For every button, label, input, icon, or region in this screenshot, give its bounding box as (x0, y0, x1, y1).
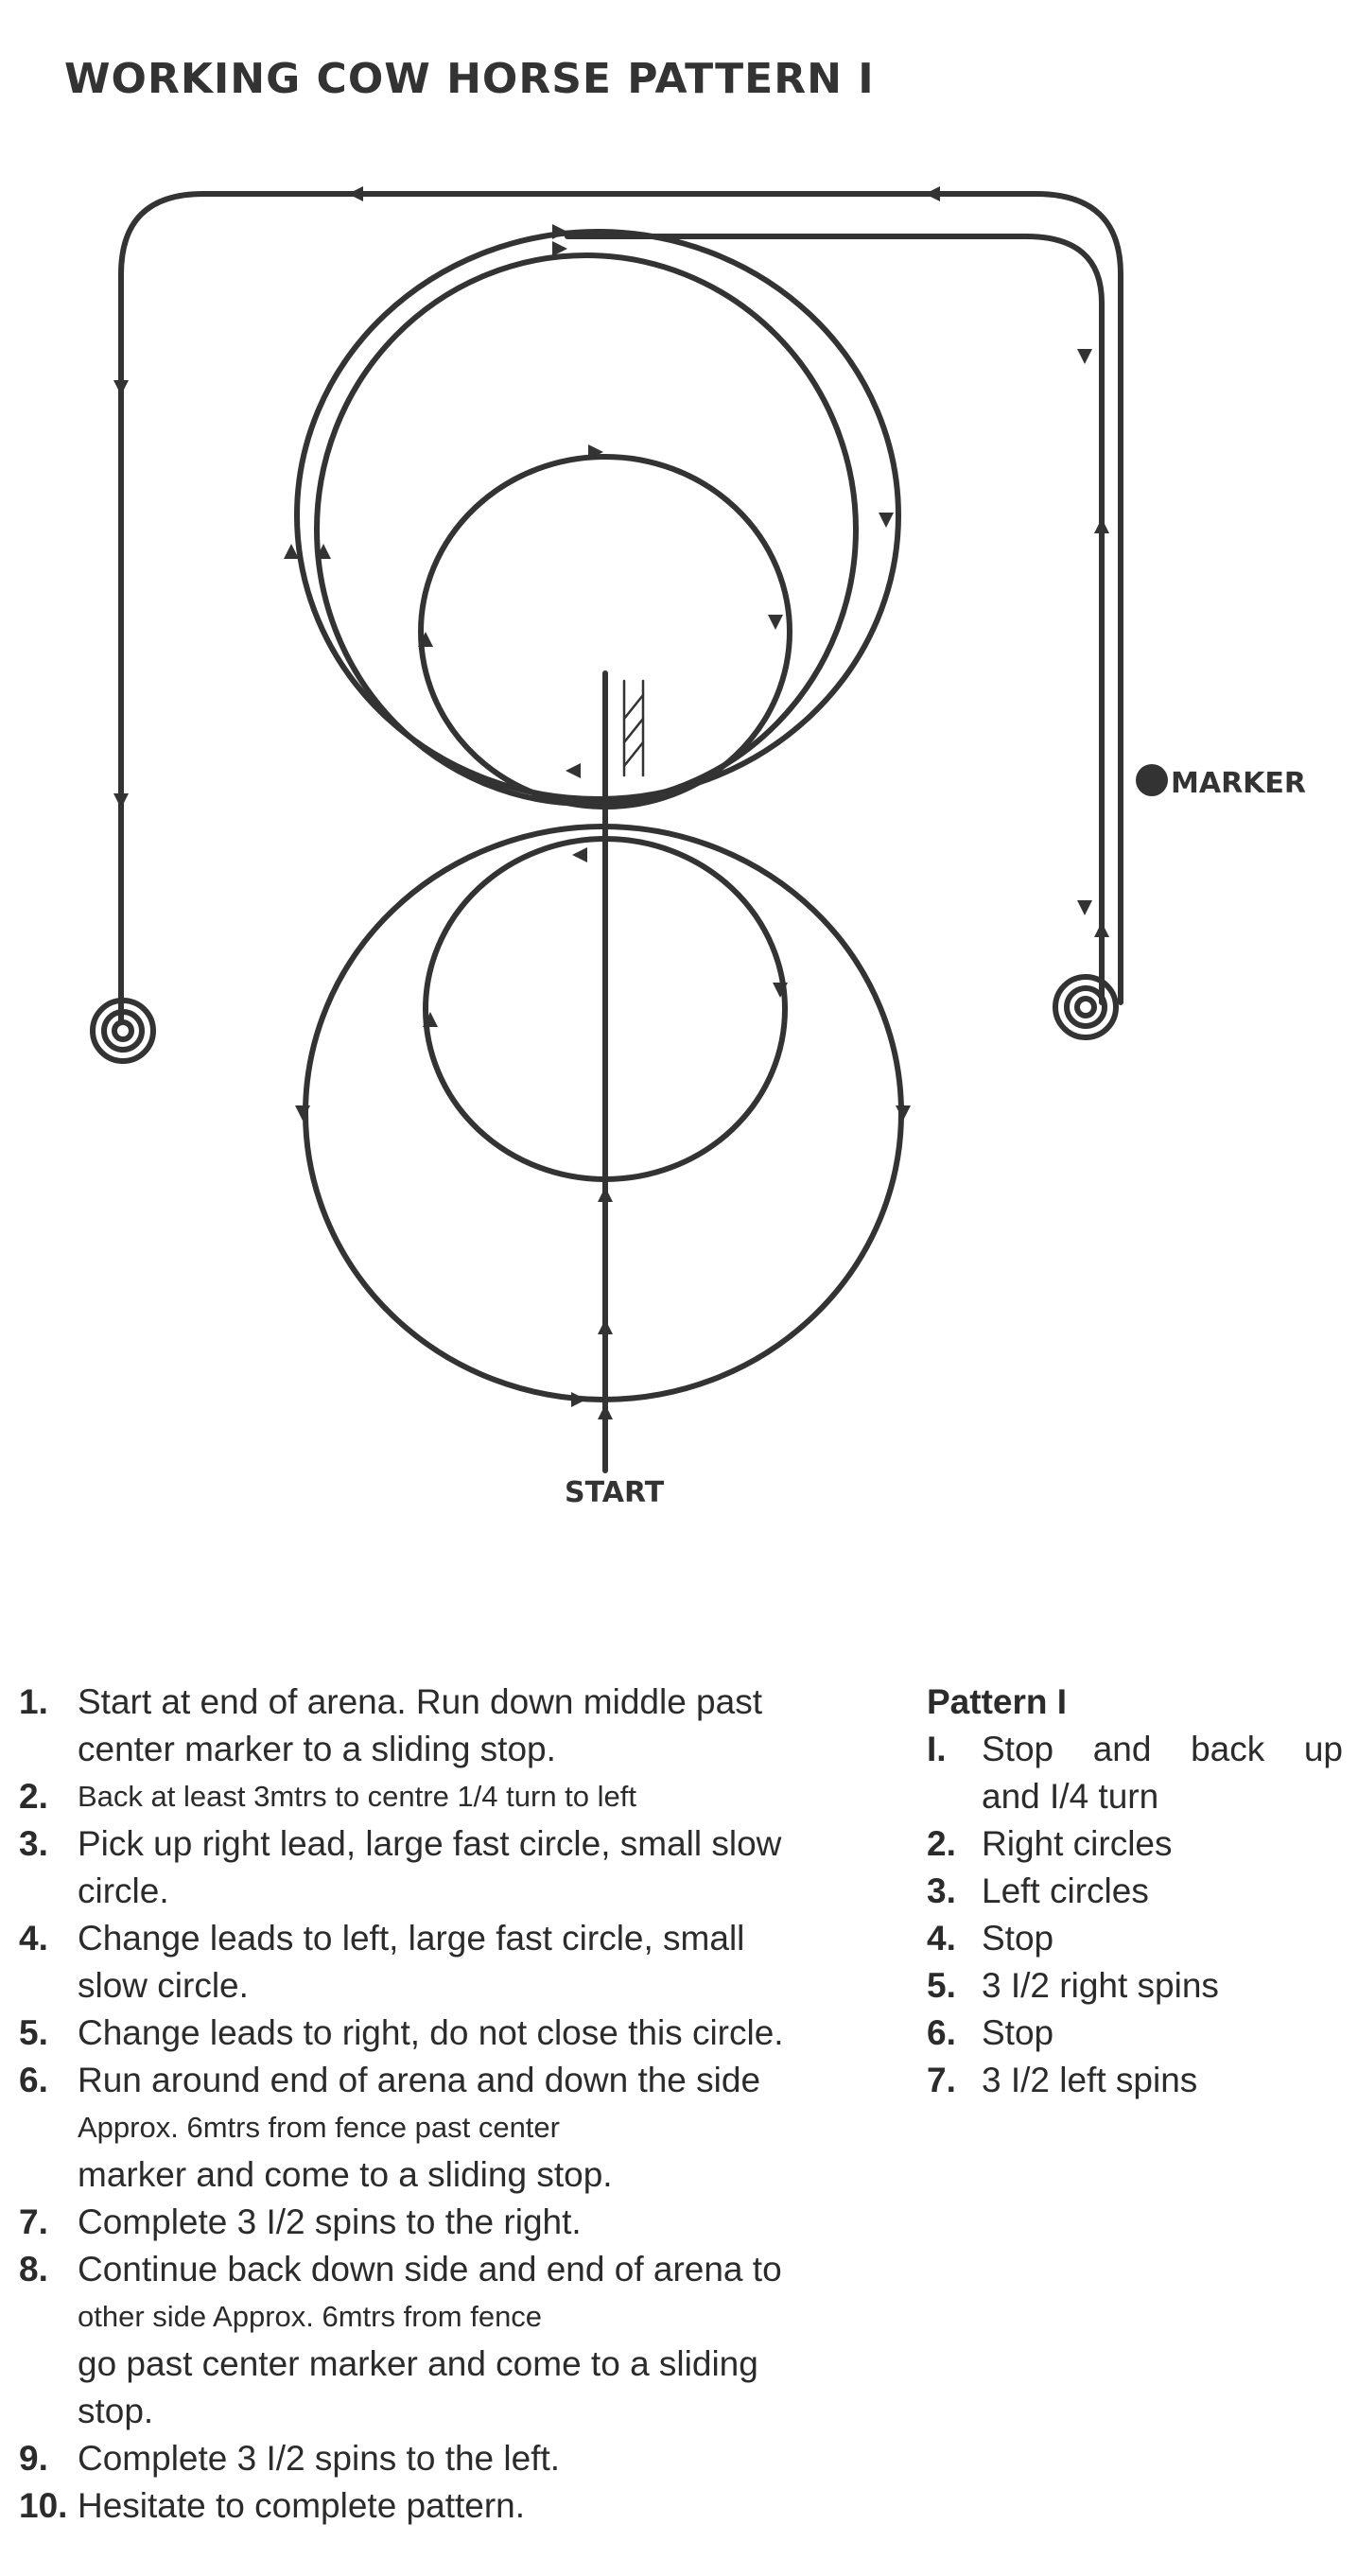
step-text-line: Back at least 3mtrs to centre 1/4 turn t… (78, 1780, 636, 1813)
summary-item: 2. Right circles (927, 1820, 1343, 1868)
arena-left-track (118, 191, 1123, 1024)
step-number: 9. (19, 2439, 48, 2478)
summary-item: 6. Stop (927, 2010, 1343, 2057)
marker-label: MARKER (1171, 767, 1306, 800)
summary-item: 5. 3 I/2 right spins (927, 1962, 1343, 2010)
marker-dot (1136, 764, 1168, 796)
step-number: 10. (19, 2486, 68, 2525)
upper-large-circle-2 (314, 252, 859, 807)
summary-title: Pattern I (927, 1682, 1068, 1721)
step-text-line: Complete 3 I/2 spins to the left. (78, 2439, 561, 2478)
step-text-line: center marker to a sliding stop. (78, 1730, 556, 1768)
summary-text-line: Left circles (982, 1871, 1149, 1910)
summary-number: 2. (927, 1824, 956, 1863)
summary-text-line: Stop (982, 2013, 1054, 2052)
summary-item: 7. 3 I/2 left spins (927, 2057, 1343, 2104)
step-number: 8. (19, 2250, 48, 2289)
step-text-line: Complete 3 I/2 spins to the right. (78, 2202, 582, 2241)
step-number: 5. (19, 2013, 48, 2052)
step-number: 7. (19, 2202, 48, 2241)
pattern-summary: Pattern I I. Stop and back up and I/4 turn… (927, 1679, 1343, 2104)
page-title: WORKING COW HORSE PATTERN I (64, 55, 875, 103)
summary-text-line: and I/4 turn (982, 1777, 1159, 1816)
summary-number: 7. (927, 2061, 956, 2099)
step-text-line: Change leads to right, do not close this… (78, 2013, 784, 2052)
summary-text-line: 3 I/2 left spins (982, 2061, 1198, 2099)
step-item: 3. Pick up right lead, large fast circle,… (19, 1820, 870, 1915)
step-text-line: go past center marker and come to a slid… (78, 2344, 758, 2383)
left-spin-circle (90, 998, 156, 1064)
summary-text-line: Right circles (982, 1824, 1173, 1863)
step-item: 6. Run around end of arena and down the s… (19, 2057, 870, 2199)
summary-item: 4. Stop (927, 1915, 1343, 1962)
start-label: START (565, 1476, 665, 1509)
step-text-line: Run around end of arena and down the sid… (78, 2061, 761, 2099)
step-item: 10. Hesitate to complete pattern. (19, 2482, 870, 2530)
summary-text-line: Stop (982, 1919, 1054, 1958)
step-number: 1. (19, 1682, 48, 1721)
direction-arrows (113, 186, 1109, 1419)
step-number: 2. (19, 1777, 48, 1816)
arena-right-track (565, 234, 1105, 1005)
step-number: 4. (19, 1919, 48, 1958)
summary-text-line: Stop and back up (982, 1730, 1343, 1768)
step-text-line: other side Approx. 6mtrs from fence (78, 2300, 543, 2333)
right-spin-circle (1053, 974, 1119, 1040)
step-text-line: Start at end of arena. Run down middle p… (78, 1682, 762, 1721)
summary-number: I. (927, 1730, 947, 1768)
backup-hatch (622, 679, 645, 777)
step-text-line: circle. (78, 1871, 169, 1910)
step-item: 4. Change leads to left, large fast circl… (19, 1915, 870, 2010)
step-item: 2. Back at least 3mtrs to centre 1/4 turn… (19, 1773, 870, 1820)
summary-number: 5. (927, 1966, 956, 2005)
step-text-line: Pick up right lead, large fast circle, s… (78, 1824, 782, 1863)
step-item: 8. Continue back down side and end of are… (19, 2246, 870, 2435)
summary-number: 6. (927, 2013, 956, 2052)
steps-list: 1. Start at end of arena. Run down middle… (19, 1679, 870, 2530)
step-text-line: marker and come to a sliding stop. (78, 2155, 613, 2194)
step-text-line: slow circle. (78, 1966, 249, 2005)
summary-text-line: 3 I/2 right spins (982, 1966, 1219, 2005)
step-number: 3. (19, 1824, 48, 1863)
step-number: 6. (19, 2061, 48, 2099)
summary-item: 3. Left circles (927, 1868, 1343, 1915)
summary-number: 4. (927, 1919, 956, 1958)
pattern-diagram: MARKER START (90, 186, 1306, 1509)
step-text-line: stop. (78, 2392, 154, 2430)
step-text-line: Hesitate to complete pattern. (78, 2486, 526, 2525)
step-item: 5. Change leads to right, do not close th… (19, 2010, 870, 2057)
step-text-line: Approx. 6mtrs from fence past center (78, 2111, 560, 2144)
step-text-line: Continue back down side and end of arena… (78, 2250, 782, 2289)
step-item: 9. Complete 3 I/2 spins to the left. (19, 2435, 870, 2482)
summary-number: 3. (927, 1871, 956, 1910)
summary-item: I. Stop and back up and I/4 turn (927, 1726, 1343, 1820)
upper-large-circle (294, 229, 901, 802)
step-item: 7. Complete 3 I/2 spins to the right. (19, 2199, 870, 2246)
step-item: 1. Start at end of arena. Run down middle… (19, 1679, 870, 1773)
step-text-line: Change leads to left, large fast circle,… (78, 1919, 745, 1958)
